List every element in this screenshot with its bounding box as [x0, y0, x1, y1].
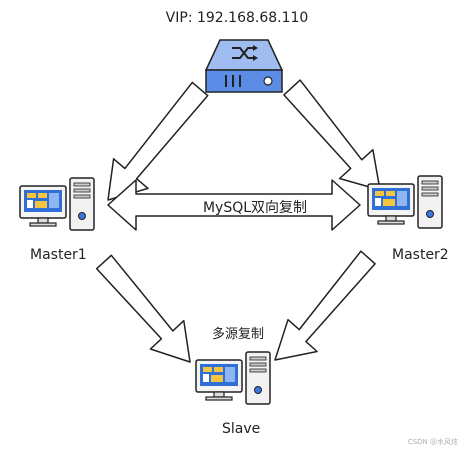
arrow-master1-to-slave: [95, 254, 191, 363]
slave-computer-icon: [195, 351, 271, 405]
replication-label: MySQL双向复制: [202, 200, 308, 216]
router-shuffle-icon: [204, 39, 284, 93]
watermark: CSDN @水风炫: [407, 438, 458, 446]
slave-label: Slave: [222, 421, 261, 437]
vip-label: VIP: 192.168.68.110: [165, 10, 309, 26]
master1-label: Master1: [30, 247, 87, 263]
arrow-router-to-master2: [283, 79, 381, 191]
double-arrow-master1-master2: [107, 179, 361, 231]
arrow-router-to-master1: [107, 81, 209, 201]
master2-label: Master2: [392, 247, 449, 263]
arrow-master2-to-slave: [274, 250, 376, 361]
master2-computer-icon: [367, 175, 443, 229]
master1-computer-icon: [19, 177, 95, 231]
multi-source-label: 多源复制: [212, 327, 265, 342]
